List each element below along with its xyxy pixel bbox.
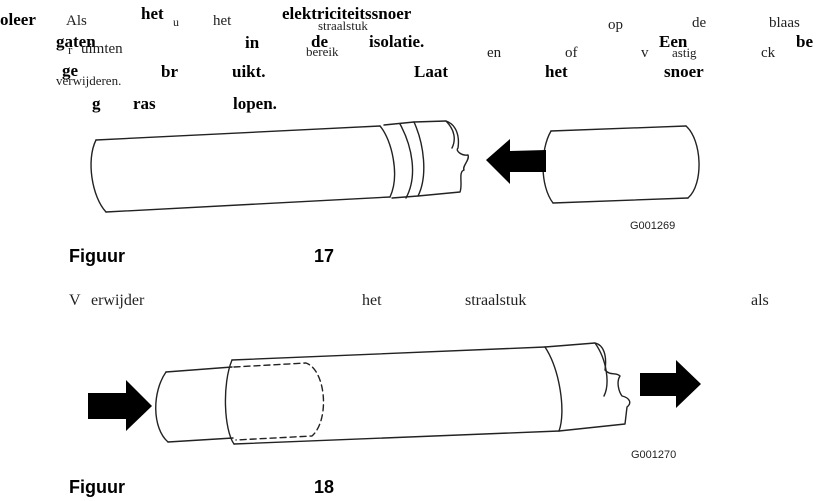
instruction-word: als bbox=[751, 292, 769, 309]
word: ck bbox=[761, 45, 776, 61]
figure-18-caption-label: Figuur bbox=[69, 477, 125, 497]
instruction-word: V bbox=[69, 292, 81, 309]
instruction-word: erwijder bbox=[91, 292, 145, 309]
word: ras bbox=[133, 94, 156, 113]
figure-17-code: G001269 bbox=[630, 220, 676, 232]
word: isolatie. bbox=[369, 32, 425, 51]
word: het bbox=[545, 62, 568, 81]
word: het bbox=[213, 13, 232, 29]
insert-arrow-left bbox=[486, 139, 546, 184]
word: Een bbox=[659, 32, 688, 51]
instruction-word: straalstuk bbox=[465, 292, 527, 309]
pull-arrow-right bbox=[640, 360, 701, 408]
instruction-word: het bbox=[362, 292, 382, 309]
pull-arrow-left bbox=[88, 380, 152, 431]
figure-17-caption-number: 17 bbox=[314, 246, 335, 266]
word: oleer bbox=[0, 10, 36, 29]
word: u bbox=[173, 15, 179, 29]
word: astig bbox=[672, 45, 697, 60]
word: elektriciteitssnoer bbox=[282, 4, 412, 23]
word: de bbox=[311, 32, 328, 51]
blower-tube bbox=[90, 120, 470, 213]
word: Als bbox=[66, 13, 87, 29]
word: ge bbox=[62, 61, 79, 80]
figure-18-caption-number: 18 bbox=[314, 477, 335, 497]
word: lopen. bbox=[233, 94, 277, 113]
word: g bbox=[92, 94, 101, 113]
word: gaten bbox=[56, 32, 96, 51]
word: uikt. bbox=[232, 62, 266, 81]
word: straalstuk bbox=[318, 18, 368, 33]
figure-17-caption-label: Figuur bbox=[69, 246, 125, 266]
word: in bbox=[245, 33, 260, 52]
word: en bbox=[487, 45, 502, 61]
blower-tube bbox=[224, 342, 631, 445]
word: of bbox=[565, 45, 578, 61]
word: uimten bbox=[81, 41, 123, 57]
word: snoer bbox=[664, 62, 704, 81]
figure-17-illustration bbox=[90, 120, 700, 213]
word: v bbox=[641, 45, 649, 61]
word: br bbox=[161, 62, 178, 81]
word: blaas bbox=[769, 15, 800, 31]
word: verwijderen. bbox=[56, 73, 122, 88]
figure-18-code: G001270 bbox=[631, 449, 677, 461]
word: be bbox=[796, 32, 813, 51]
word: Laat bbox=[414, 62, 448, 81]
word: de bbox=[692, 15, 707, 31]
word: het bbox=[141, 4, 164, 23]
word: op bbox=[608, 17, 623, 33]
word: bereik bbox=[306, 44, 339, 59]
word: r bbox=[68, 42, 73, 57]
nozzle-tube bbox=[155, 366, 234, 443]
